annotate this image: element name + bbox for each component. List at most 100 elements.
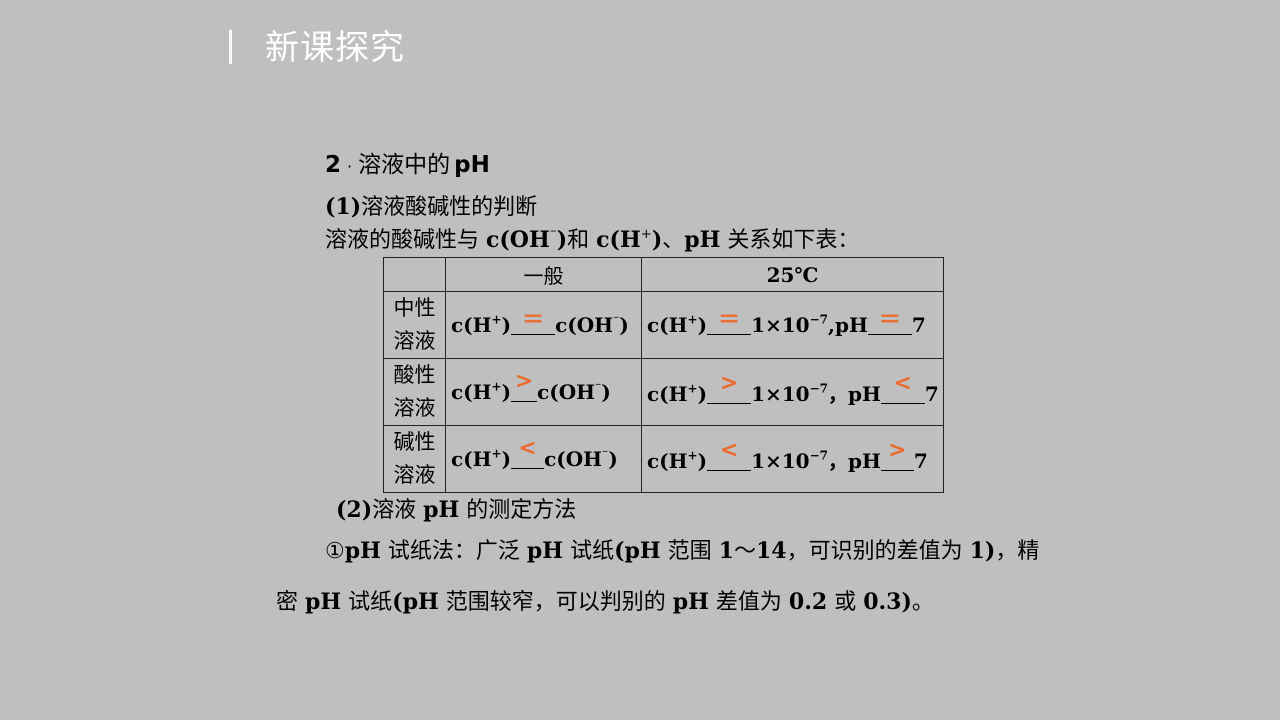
comma: ， xyxy=(828,381,848,406)
m2-ph: pH xyxy=(305,589,342,615)
m2-head: 密 xyxy=(276,590,305,615)
intro-ph: pH xyxy=(684,227,721,253)
ph-text: pH xyxy=(834,313,868,337)
h-text: c(H xyxy=(647,313,688,337)
section-title-text: 溶液中的 xyxy=(358,152,451,178)
m1-text: 试纸法：广泛 xyxy=(380,539,527,564)
answer-blank: > xyxy=(707,371,752,404)
part1-number: (1) xyxy=(325,194,362,220)
oh-close: ) xyxy=(601,380,611,404)
answer-blank: < xyxy=(707,438,752,471)
intro-oh-sup: ⁻ xyxy=(549,226,557,242)
m1-paper: 试纸 xyxy=(563,539,615,564)
row-label-neutral: 中性溶液 xyxy=(383,291,446,359)
answer-blank: < xyxy=(511,436,545,469)
answer-blank: ＝ xyxy=(511,308,556,335)
intro-oh-close: ) xyxy=(556,227,568,253)
m2-paren-ph: (pH xyxy=(392,589,439,615)
row-label-line2: 溶液 xyxy=(393,396,436,420)
part2-title-ph: pH xyxy=(423,497,460,523)
h-close: ) xyxy=(697,381,708,406)
oh-close: ) xyxy=(608,447,618,471)
ten-text: 1×10 xyxy=(751,313,810,337)
row-label-acidic: 酸性溶液 xyxy=(383,358,446,426)
answer-blank: > xyxy=(511,369,538,402)
m1-paren-ph: (pH xyxy=(614,538,661,564)
h-sup: + xyxy=(687,312,698,327)
table-header-row: 一般 25℃ xyxy=(383,257,944,292)
ten-sup: −7 xyxy=(809,448,828,463)
comma: ， xyxy=(828,448,848,473)
intro-and: 和 xyxy=(567,228,597,253)
m1-ph: pH xyxy=(344,538,381,564)
oh-text: c(OH xyxy=(544,447,603,471)
page-title: 新课探究 xyxy=(265,28,405,68)
table-header-cell-25c: 25℃ xyxy=(641,257,944,292)
m1-one-close: 1) xyxy=(969,538,996,564)
row-label-line1: 酸性 xyxy=(393,363,436,387)
cell-general-acidic: c(H+)>c(OH⁻) xyxy=(445,358,642,426)
ten-sup: −7 xyxy=(809,312,828,327)
row-label-basic: 碱性溶液 xyxy=(383,425,446,493)
answer-equal: ＝ xyxy=(878,308,901,333)
h-sup: + xyxy=(491,379,502,394)
m2-period: 。 xyxy=(911,590,934,615)
h-text: c(H xyxy=(647,381,688,406)
part2-title-a: 溶液 xyxy=(372,498,424,523)
answer-greater: > xyxy=(888,437,907,463)
m2-point2: 0.2 xyxy=(788,589,828,615)
seven-text: 7 xyxy=(911,313,926,337)
h-sup: + xyxy=(491,446,502,461)
m2-ph2: pH xyxy=(672,589,709,615)
cell-general-neutral: c(H+)＝c(OH⁻) xyxy=(445,291,642,359)
ten-sup: −7 xyxy=(809,381,828,396)
h-text: c(H xyxy=(451,313,492,337)
intro-sep: 、 xyxy=(662,228,685,253)
m2-or: 或 xyxy=(827,590,864,615)
h-close: ) xyxy=(697,313,708,337)
h-sup: + xyxy=(687,448,698,463)
table-row-neutral: 中性溶液 c(H+)＝c(OH⁻) c(H+)＝1×10−7,pH＝7 xyxy=(383,291,944,359)
m1-range: 范围 xyxy=(660,539,719,564)
h-close: ) xyxy=(697,448,708,473)
h-sup: + xyxy=(491,312,502,327)
h-text: c(H xyxy=(451,380,492,404)
m1-tilde: ～ xyxy=(733,539,756,564)
part2-heading: (2)溶液 pH 的测定方法 xyxy=(336,494,576,527)
part1-heading: (1)溶液酸碱性的判断 xyxy=(325,192,537,223)
seven-text: 7 xyxy=(924,381,939,406)
intro-h: c(H xyxy=(596,227,641,253)
intro-oh: c(OH xyxy=(486,227,550,253)
m1-tail: ，精 xyxy=(995,539,1040,564)
h-text: c(H xyxy=(647,448,688,473)
seven-text: 7 xyxy=(913,448,928,473)
answer-less: < xyxy=(893,370,913,396)
oh-close: ) xyxy=(619,313,629,337)
m1-ph2: pH xyxy=(526,538,564,564)
answer-blank: ＝ xyxy=(867,308,912,335)
intro-text-a: 溶液的酸碱性与 xyxy=(325,228,486,253)
part1-intro: 溶液的酸碱性与 c(OH⁻)和 c(H+)、pH 关系如下表： xyxy=(325,224,859,257)
intro-h-sup: + xyxy=(640,226,652,242)
oh-sup: ⁻ xyxy=(602,446,609,461)
table-header-cell-general: 一般 xyxy=(445,257,642,292)
m1-diff: ，可识别的差值为 xyxy=(786,539,970,564)
m2-diff: 差值为 xyxy=(708,590,789,615)
oh-text: c(OH xyxy=(555,313,614,337)
intro-h-close: ) xyxy=(651,227,663,253)
row-label-line1: 中性 xyxy=(393,296,436,320)
circled-one: ① xyxy=(325,539,345,564)
method-line-1: ①pH 试纸法：广泛 pH 试纸(pH 范围 1～14，可识别的差值为 1)，精 xyxy=(325,535,1039,568)
row-label-line2: 溶液 xyxy=(393,463,436,487)
cell-25c-neutral: c(H+)＝1×10−7,pH＝7 xyxy=(641,291,944,359)
m1-fourteen: 14 xyxy=(755,538,787,564)
answer-greater: > xyxy=(514,369,534,394)
row-label-line1: 碱性 xyxy=(393,430,436,454)
section-dot: · xyxy=(347,157,353,176)
cell-25c-acidic: c(H+)>1×10−7，pH<7 xyxy=(641,358,944,426)
part2-number: (2) xyxy=(336,497,373,523)
oh-sup: ⁻ xyxy=(613,312,620,327)
ten-text: 1×10 xyxy=(751,381,810,406)
h-close: ) xyxy=(501,447,512,471)
